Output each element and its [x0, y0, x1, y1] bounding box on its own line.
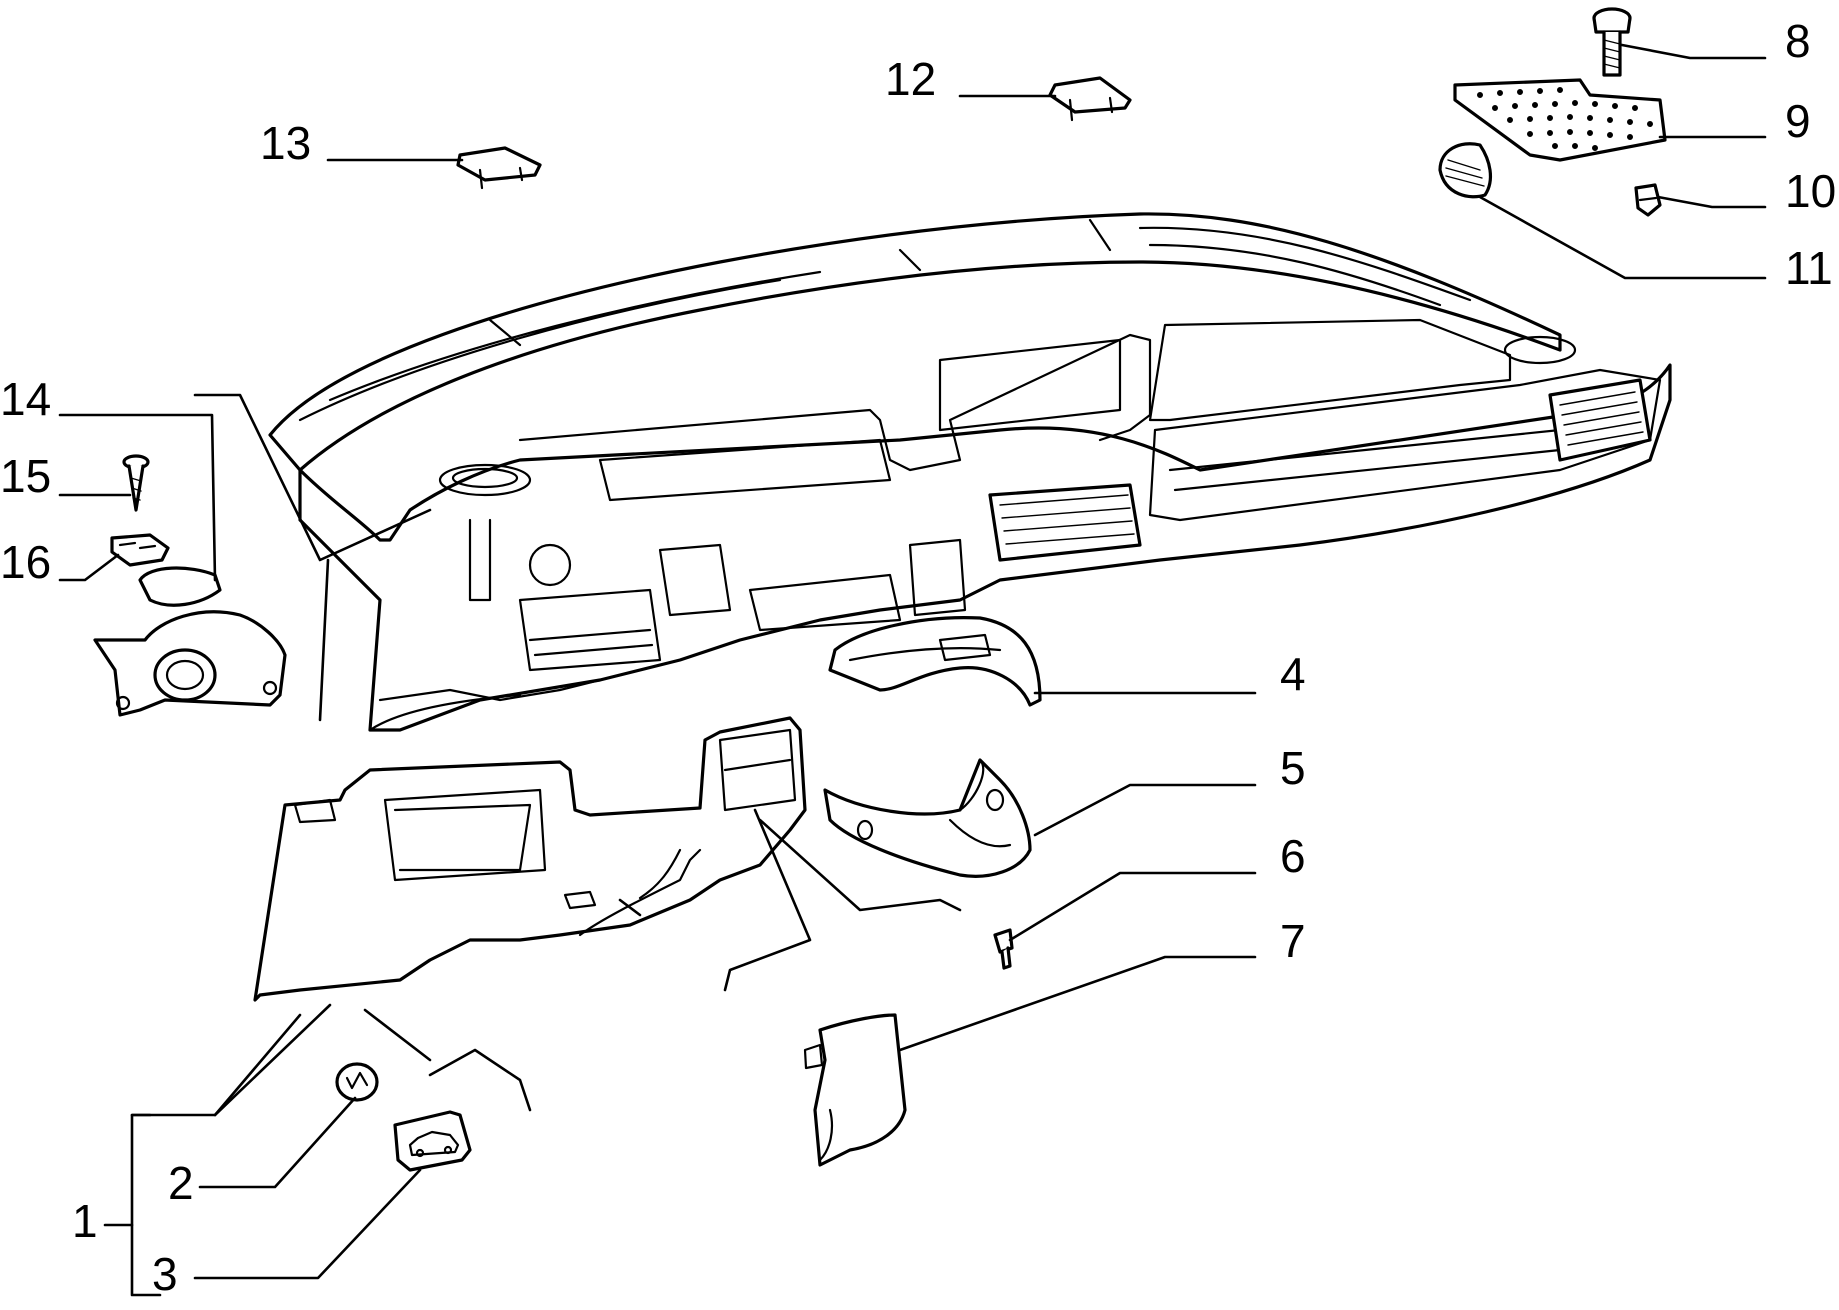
part-4-steering-shroud-upper	[828, 616, 1042, 707]
label-3: 3	[152, 1248, 178, 1300]
label-12: 12	[885, 53, 936, 105]
dashboard-assembly	[268, 212, 1672, 732]
part-9-grille-plate	[1453, 78, 1667, 162]
label-7: 7	[1280, 915, 1306, 967]
label-1: 1	[72, 1195, 98, 1247]
label-13: 13	[260, 117, 311, 169]
label-9: 9	[1785, 95, 1811, 147]
label-11: 11	[1785, 242, 1833, 294]
part-6-screw	[993, 928, 1014, 970]
car-hood-release-icon	[408, 1130, 460, 1158]
part-15-screw	[122, 454, 150, 512]
part-3-hood-release	[393, 1110, 472, 1172]
label-15: 15	[0, 450, 51, 502]
part-number-labels: 1 2 3 4 5 6 7 8 9 10 11 12 13 14 15 16	[0, 15, 1836, 1300]
label-10: 10	[1785, 165, 1836, 217]
label-4: 4	[1280, 648, 1306, 700]
part-5-steering-shroud-lower	[823, 758, 1032, 878]
part-2-grommet	[335, 1062, 379, 1102]
part-11-switch-button	[1438, 142, 1493, 199]
leader-lines	[58, 43, 1767, 1297]
part-10-clip	[1634, 183, 1662, 217]
reference-lines	[193, 393, 962, 1112]
label-14: 14	[0, 373, 51, 425]
part-14-column-bracket	[93, 566, 287, 717]
part-1-lower-trim-panel	[253, 716, 807, 1002]
label-8: 8	[1785, 15, 1811, 67]
label-16: 16	[0, 536, 51, 588]
label-5: 5	[1280, 742, 1306, 794]
part-12-bracket	[1048, 76, 1132, 122]
part-7-cover-panel	[803, 1013, 907, 1167]
label-6: 6	[1280, 830, 1306, 882]
label-2: 2	[168, 1157, 194, 1209]
part-16-clip	[110, 533, 170, 567]
part-8-bolt	[1592, 7, 1632, 77]
part-13-bracket	[456, 146, 542, 190]
